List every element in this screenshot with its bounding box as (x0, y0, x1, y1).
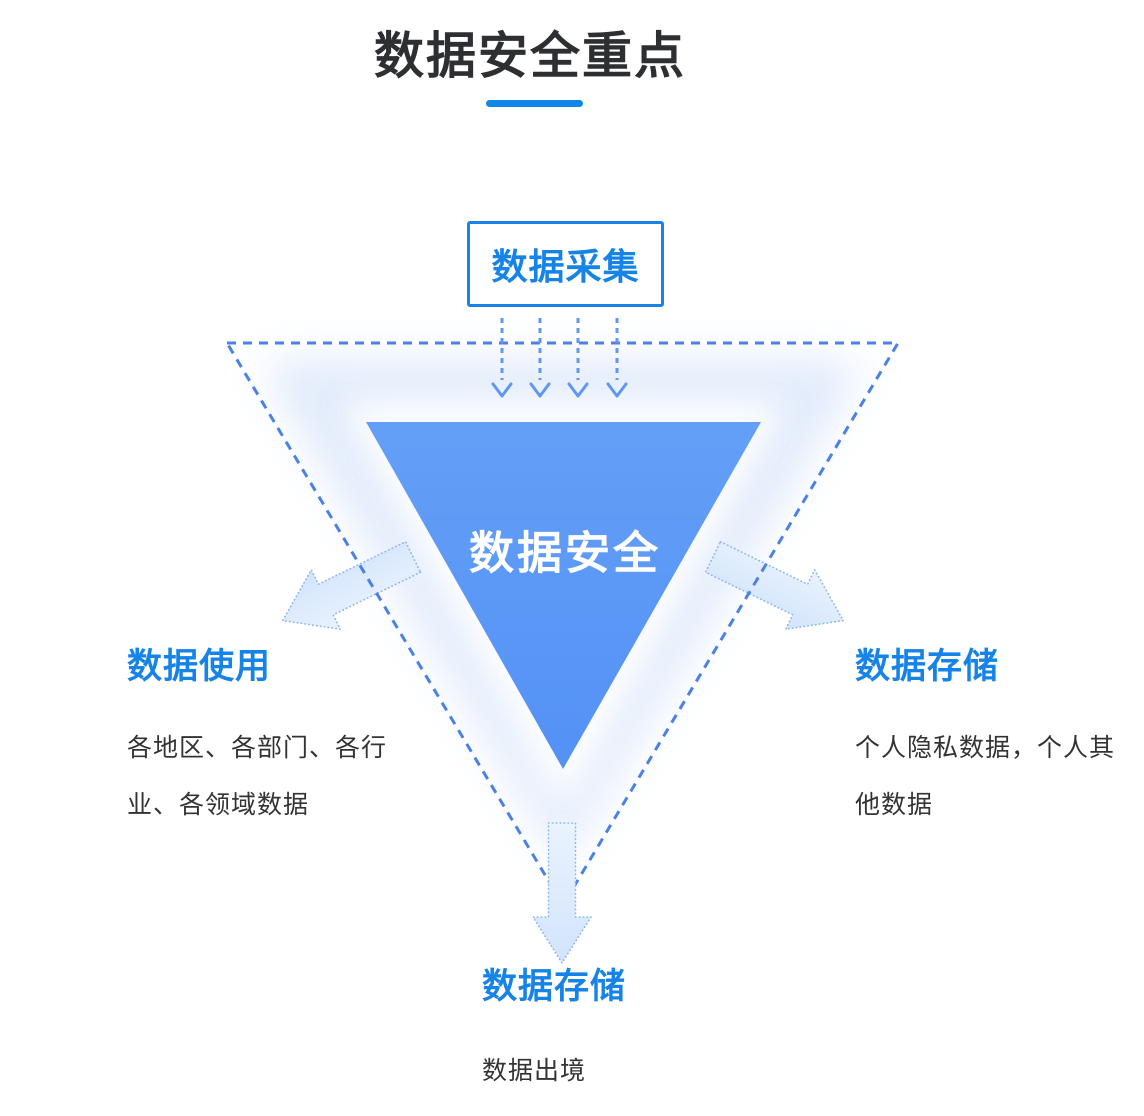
funnel-triangle (366, 422, 761, 769)
collection-arrow (567, 318, 589, 398)
collection-arrows (491, 318, 628, 398)
title-underline (486, 100, 583, 107)
data-collection-label: 数据采集 (491, 246, 640, 287)
section-data-usage: 数据使用 各地区、各部门、各行 业、各领域数据 (127, 646, 447, 834)
section-title: 数据存储 (482, 967, 627, 1006)
section-data-storage-right: 数据存储 个人隐私数据，个人其 他数据 (855, 646, 1135, 834)
collection-arrow (606, 318, 628, 398)
dashed-boundary-triangle (224, 341, 901, 908)
section-title: 数据存储 (855, 647, 1000, 686)
section-title: 数据使用 (127, 647, 272, 686)
page-title: 数据安全重点 (374, 28, 686, 84)
collection-arrow (529, 318, 551, 398)
right-flow-arrow (704, 540, 845, 630)
section-description: 各地区、各部门、各行 业、各领域数据 (127, 734, 388, 819)
funnel-label: 数据安全 (468, 527, 662, 579)
section-description: 数据出境 (482, 1057, 587, 1085)
bottom-flow-arrow (532, 822, 592, 964)
data-collection-box: 数据采集 (467, 221, 664, 307)
section-description: 个人隐私数据，个人其 他数据 (855, 734, 1116, 819)
collection-arrow (491, 318, 513, 398)
section-data-storage-bottom: 数据存储 数据出境 (482, 966, 802, 1100)
left-flow-arrow (281, 540, 422, 630)
